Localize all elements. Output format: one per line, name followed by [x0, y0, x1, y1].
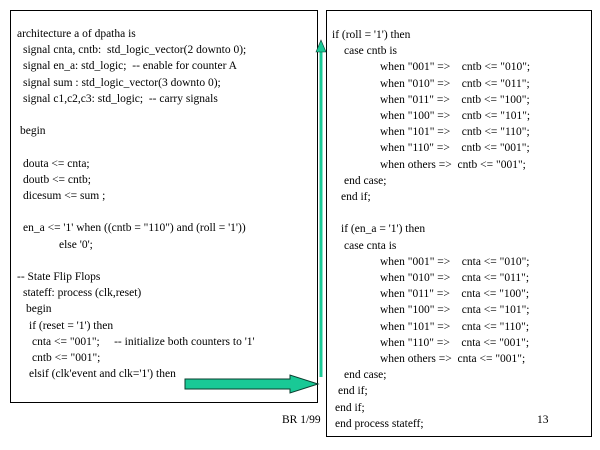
code-line: when "110" => cnta <= "001";: [380, 336, 530, 349]
code-line: when "110" => cntb <= "001";: [380, 142, 530, 155]
code-line: when "100" => cnta <= "101";: [380, 304, 530, 317]
code-line: end case;: [344, 174, 387, 187]
code-line: begin: [20, 125, 46, 138]
code-line: signal en_a: std_logic; -- enable for co…: [23, 60, 237, 73]
code-line: signal cnta, cntb: std_logic_vector(2 do…: [23, 44, 247, 57]
code-line: case cnta is: [344, 239, 397, 252]
code-line: architecture a of dpatha is: [17, 28, 136, 40]
right-code-panel: [326, 10, 592, 437]
left-code-panel: [10, 10, 318, 403]
code-line: case cntb is: [344, 45, 398, 58]
code-line: begin: [26, 303, 52, 316]
code-line: when "101" => cnta <= "110";: [380, 320, 530, 333]
code-line: cnta <= "001"; -- initialize both counte…: [32, 335, 255, 348]
code-line: douta <= cnta;: [23, 157, 90, 170]
code-line: elsif (clk'event and clk='1') then: [29, 368, 176, 381]
horizontal-arrow: [184, 374, 320, 394]
code-line: when others => cntb <= "001";: [380, 158, 526, 171]
code-line: signal sum : std_logic_vector(3 downto 0…: [23, 76, 221, 89]
code-line: when "011" => cnta <= "100";: [380, 288, 530, 301]
code-line: when "001" => cntb <= "010";: [380, 61, 531, 74]
code-line: stateff: process (clk,reset): [23, 287, 142, 300]
author-date-label: BR 1/99: [282, 414, 321, 426]
code-line: when "001" => cnta <= "010";: [380, 255, 530, 268]
vertical-arrow: [315, 39, 327, 377]
code-line: dicesum <= sum ;: [23, 190, 106, 202]
code-line: end case;: [344, 369, 387, 382]
code-line: when "101" => cntb <= "110";: [380, 126, 530, 139]
code-line: if (roll = '1') then: [332, 29, 411, 41]
code-line: en_a <= '1' when ((cntb = "110") and (ro…: [23, 222, 246, 235]
code-line: end if;: [341, 191, 371, 203]
code-line: if (reset = '1') then: [29, 319, 114, 332]
code-line: signal c1,c2,c3: std_logic; -- carry sig…: [23, 92, 218, 105]
code-line: end if;: [338, 385, 368, 398]
code-line: when "010" => cnta <= "011";: [380, 272, 530, 284]
code-line: end process stateff;: [335, 417, 424, 430]
code-line: when "100" => cntb <= "101";: [380, 110, 531, 122]
code-line: when "011" => cntb <= "100";: [380, 93, 530, 106]
page-number: 13: [537, 414, 549, 426]
code-line: else '0';: [59, 238, 93, 251]
code-line: doutb <= cntb;: [23, 173, 91, 186]
code-line: -- State Flip Flops: [17, 271, 101, 283]
code-line: end if;: [335, 401, 365, 414]
code-line: when others => cnta <= "001";: [380, 353, 526, 365]
code-line: if (en_a = '1') then: [341, 223, 426, 236]
code-line: cntb <= "001";: [32, 352, 101, 364]
code-line: when "010" => cntb <= "011";: [380, 77, 530, 90]
